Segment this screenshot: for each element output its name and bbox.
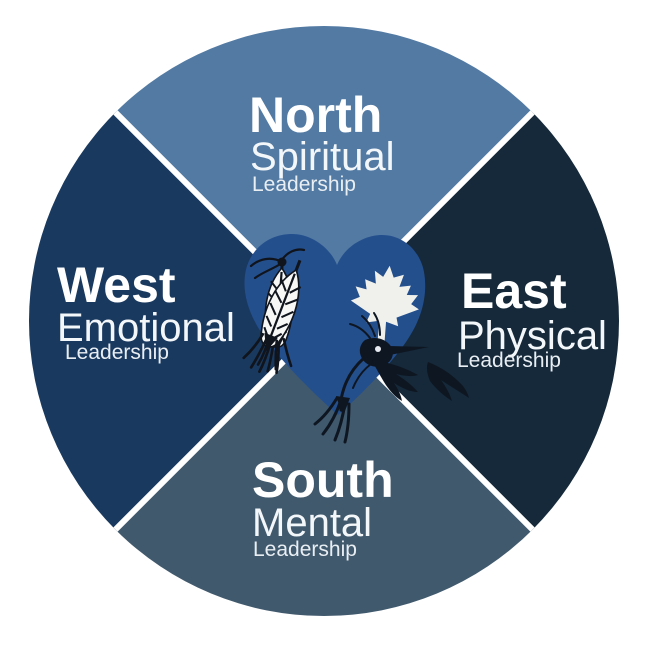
north-leadership-label: Leadership bbox=[252, 173, 356, 196]
north-direction-label: North bbox=[249, 87, 382, 143]
east-label-group: East Physical Leadership bbox=[457, 263, 607, 372]
west-domain-label: Emotional bbox=[57, 306, 235, 350]
east-leadership-label: Leadership bbox=[457, 349, 561, 372]
south-leadership-label: Leadership bbox=[253, 538, 357, 561]
maple-leaf-icon bbox=[350, 265, 419, 343]
north-label-group: North Spiritual Leadership bbox=[249, 87, 395, 196]
south-label-group: South Mental Leadership bbox=[252, 452, 394, 561]
west-label-group: West Emotional Leadership bbox=[57, 257, 235, 364]
center-heart-emblem bbox=[239, 233, 469, 444]
hummingbird-icon bbox=[313, 312, 469, 444]
south-direction-label: South bbox=[252, 452, 394, 508]
south-domain-label: Mental bbox=[252, 501, 372, 545]
east-direction-label: East bbox=[461, 263, 567, 319]
west-direction-label: West bbox=[57, 257, 176, 313]
east-domain-label: Physical bbox=[458, 314, 607, 358]
feathers-icon bbox=[239, 248, 317, 379]
north-domain-label: Spiritual bbox=[250, 135, 395, 179]
west-leadership-label: Leadership bbox=[65, 341, 169, 364]
